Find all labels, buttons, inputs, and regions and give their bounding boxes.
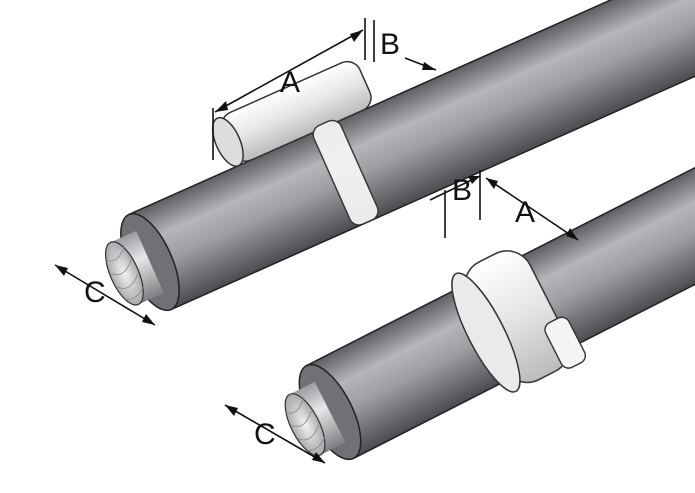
top-dimension-a-label: A bbox=[280, 66, 300, 99]
bottom-cable bbox=[284, 46, 695, 461]
top-conductor-end bbox=[104, 241, 144, 306]
bottom-conductor-end bbox=[284, 393, 326, 457]
top-cable bbox=[104, 0, 695, 312]
bottom-dimension-a-label: A bbox=[515, 196, 535, 229]
bottom-dimension-b-label: B bbox=[452, 174, 472, 207]
dimension-lines bbox=[54, 18, 579, 464]
dimension-arrowheads bbox=[55, 30, 578, 463]
bottom-ring-marker bbox=[451, 250, 587, 393]
top-dimension-b-label: B bbox=[380, 28, 400, 61]
top-sleeve-marker bbox=[211, 60, 379, 226]
bottom-dimension-c-label: C bbox=[254, 418, 276, 451]
top-dimension-c-label: C bbox=[84, 276, 106, 309]
